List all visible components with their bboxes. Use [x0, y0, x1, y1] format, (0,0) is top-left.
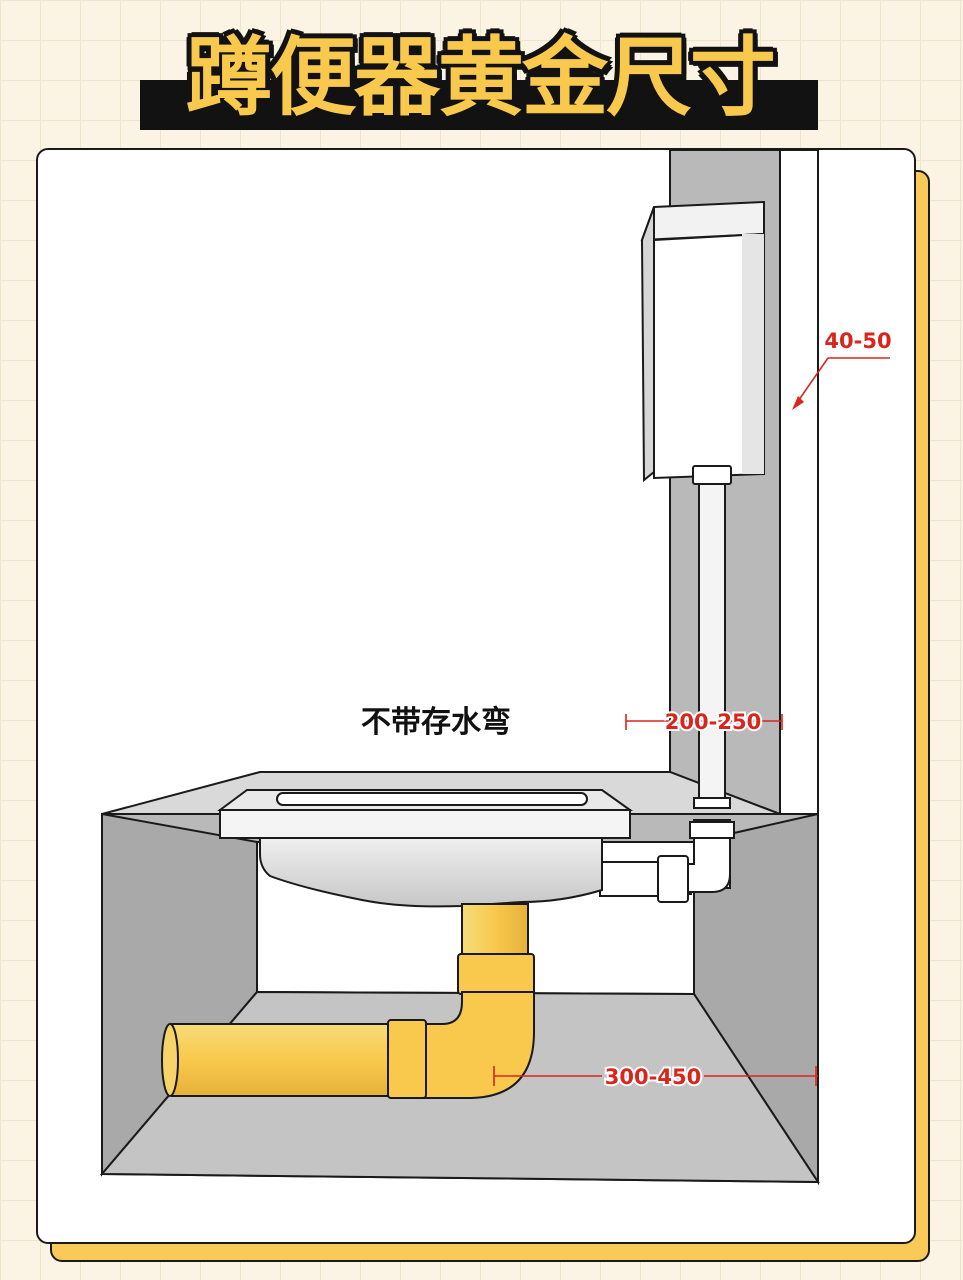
dim-wall-gap-arrow [792, 396, 804, 410]
dim-wall-gap-label: 40-50 [824, 329, 891, 353]
flush-pipe [698, 467, 726, 807]
cistern-side [640, 206, 655, 483]
no-trap-caption: 不带存水弯 [361, 705, 511, 740]
flush-pipe-base [693, 797, 731, 809]
drain-pipe-coupling [457, 953, 535, 995]
toilet-installation-diagram: 40-50 200-250 300-450 不带存水弯 [99, 150, 893, 1186]
dim-drain-distance-label: 300-450 [605, 1065, 701, 1089]
cistern-shadow [742, 234, 764, 474]
flush-pipe-cap [692, 465, 732, 485]
page-title: 蹲便器黄金尺寸 [186, 28, 776, 128]
wall-face [779, 150, 819, 815]
connector-joint [657, 855, 689, 903]
connector-collar [689, 821, 735, 839]
squat-pan-opening [276, 792, 588, 806]
squat-pan-edge [219, 809, 631, 839]
title-banner: 蹲便器黄金尺寸 [140, 28, 820, 130]
squat-pan-bowl [259, 837, 603, 908]
drain-pipe-end [161, 1023, 179, 1097]
title-underline-bar [140, 80, 818, 130]
drain-pipe-horizontal [165, 1023, 395, 1097]
dim-pipe-offset-label: 200-250 [665, 710, 761, 734]
dim-drain-distance-label-bg [602, 1060, 704, 1092]
drain-pipe-horizontal-coupling [387, 1019, 427, 1099]
drain-pipe-elbow [421, 991, 535, 1099]
diagram-card: 40-50 200-250 300-450 不带存水弯 [36, 148, 916, 1244]
